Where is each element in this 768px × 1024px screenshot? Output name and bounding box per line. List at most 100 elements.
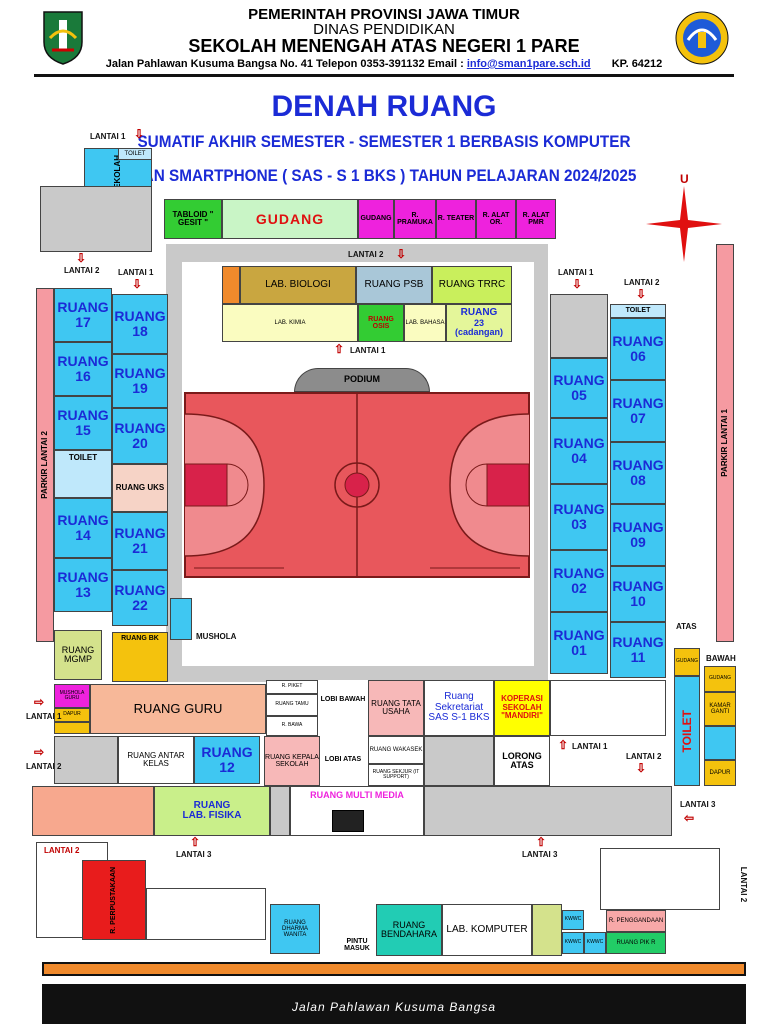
ruang-tamu: RUANG TAMU [266, 694, 318, 716]
left-toilet: TOILET [54, 450, 112, 498]
label-lantai1-south-right: LANTAI 1 [572, 742, 608, 751]
ruang-guru: RUANG GURU [90, 684, 266, 734]
bottom-right-block [600, 848, 720, 910]
lobi-atas: LOBI ATAS [320, 740, 366, 780]
ruang-dharma-wanita: RUANG DHARMA WANITA [270, 904, 320, 954]
label-lantai2-topleft: LANTAI 2 [64, 266, 100, 275]
ruang-psb: RUANG PSB [356, 266, 432, 304]
mushola-guru: MUSHOLA GURU [54, 684, 90, 708]
r-bawa: R. BAWA [266, 716, 318, 736]
compass-north-label: U [680, 172, 689, 186]
ruang-kepala-sekolah: RUANG KEPALA SEKOLAH [264, 736, 320, 786]
label-lantai3-a: LANTAI 3 [176, 850, 212, 859]
map-title: DENAH RUANG [271, 90, 497, 123]
tabloid-room: TABLOID " GESIT " [164, 199, 222, 239]
ruang-sekjur: RUANG SEKJUR (IT SUPPORT) [368, 764, 424, 786]
map-subtitle2: DAN SMARTPHONE ( SAS - S 1 BKS ) TAHUN P… [131, 166, 637, 185]
ruang-mgmp: RUANG MGMP [54, 630, 102, 680]
label-lantai1-left: LANTAI 1 [118, 268, 154, 277]
atas-label: ATAS [676, 622, 697, 631]
ruang-12: RUANG 12 [194, 736, 260, 784]
street-name: Jalan Pahlawan Kusuma Bangsa [291, 1000, 497, 1014]
ruang-antar-kelas: RUANG ANTAR KELAS [118, 736, 194, 784]
arrow-left-icon: ⇦ [684, 811, 695, 825]
education-logo [674, 10, 730, 66]
label-lantai1-right: LANTAI 1 [558, 268, 594, 277]
r-piket: R. PIKET [266, 680, 318, 694]
south-corridor-mid [424, 736, 494, 786]
fence-wall [42, 962, 746, 976]
label-lantai1-center: LANTAI 1 [350, 346, 386, 355]
ruang-wakasek: RUANG WAKASEK [368, 736, 424, 764]
label-lantai2-south-left: LANTAI 2 [26, 762, 62, 771]
pramuka-room: R. PRAMUKA [394, 199, 436, 239]
street-road [42, 984, 746, 1024]
arrow-up-icon: ⇧ [334, 342, 345, 356]
gudang-right-b: GUDANG [704, 666, 736, 692]
arrow-up-icon: ⇧ [558, 738, 569, 752]
header-address: Jalan Pahlawan Kusuma Bangsa No. 41 Tele… [0, 58, 768, 70]
kamar-ganti: KAMAR GANTI [704, 692, 736, 726]
right-south-block [550, 680, 666, 736]
mushola-icons [170, 598, 192, 640]
ruang-sekretariat: Ruang Sekretariat SAS S-1 BKS [424, 680, 494, 736]
label-lantai2-center: LANTAI 2 [348, 250, 384, 259]
kwwc-2: KWWC [562, 932, 584, 954]
ruang-tata-usaha: RUANG TATA USAHA [368, 680, 424, 736]
alat-or-room: R. ALAT OR. [476, 199, 516, 239]
ruang-bk: RUANG BK [112, 632, 168, 682]
province-logo [40, 8, 86, 66]
lab-bahasa: LAB. BAHASA [404, 304, 446, 342]
arrow-down-icon: ⇩ [396, 247, 407, 261]
dapur-right: DAPUR [704, 760, 736, 786]
arrow-down-icon: ⇩ [132, 277, 143, 291]
parkir-lantai1: PARKIR LANTAI 1 [716, 244, 734, 642]
koperasi: KOPERASI SEKOLAH "MANDIRI" [494, 680, 550, 736]
gudang-label: GUDANG [255, 210, 325, 227]
email-link[interactable]: info@sman1pare.sch.id [466, 58, 591, 70]
ruang-23: RUANG 23 (cadangan) [446, 304, 512, 342]
map-subtitle1: SUMATIF AKHIR SEMESTER - SEMESTER 1 BERB… [137, 132, 631, 151]
storage-orange [222, 266, 240, 304]
label-lantai3-right: LANTAI 3 [680, 800, 716, 809]
label-lantai2-far-right: LANTAI 2 [739, 866, 749, 903]
toilet-vertical: TOILET [674, 676, 700, 786]
komputer-annex [532, 904, 562, 956]
lobi-bawah: LOBI BAWAH [318, 680, 368, 720]
lab-biologi: LAB. BIOLOGI [240, 266, 356, 304]
r-perpustakaan: R. PERPUSTAKAAN [82, 860, 146, 940]
label-lantai1-top: LANTAI 1 [90, 132, 126, 141]
kantin-toilet: TOILET [118, 148, 152, 160]
storage-left [40, 186, 152, 252]
arrow-down-icon: ⇩ [134, 127, 145, 141]
arrow-down-icon: ⇩ [76, 251, 87, 265]
basketball-court [184, 392, 530, 578]
tabloid-label: TABLOID " GESIT " [172, 209, 214, 227]
ruang-bendahara: RUANG BENDAHARA [376, 904, 442, 956]
kwwc-1: KWWC [562, 910, 584, 930]
multimedia-computer-icon [332, 810, 364, 832]
address-text: Jalan Pahlawan Kusuma Bangsa No. 41 Tele… [105, 58, 464, 70]
arrow-down-icon: ⇩ [636, 287, 647, 301]
gudang-room: GUDANG [222, 199, 358, 239]
label-lantai2-right: LANTAI 2 [624, 278, 660, 287]
arrow-up-icon: ⇧ [536, 835, 547, 849]
r-penggandaan: R. PENGGANDAAN [606, 910, 666, 932]
bawah-label: BAWAH [706, 654, 736, 663]
